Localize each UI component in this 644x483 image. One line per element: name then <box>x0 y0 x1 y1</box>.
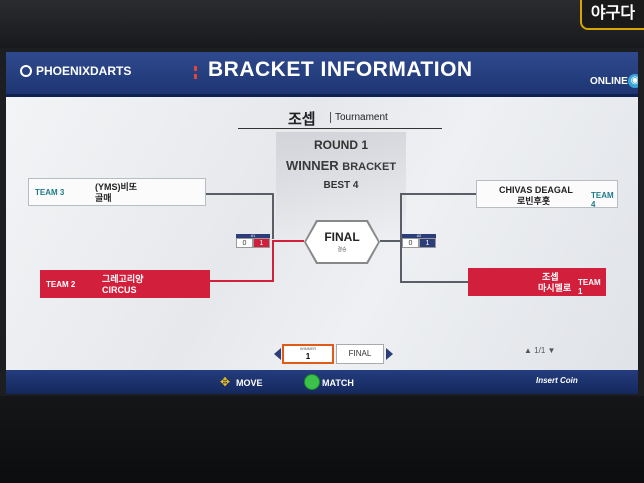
team-card-team4[interactable]: CHIVAS DEAGAL 로빈후훗 TEAM 4 <box>476 180 618 209</box>
final-label: FINAL <box>324 230 360 244</box>
match-score-2: #2 0 1 <box>402 234 436 248</box>
bracket-line <box>272 193 274 239</box>
player-name: CHIVAS DEAGAL <box>499 185 573 195</box>
page-number: 1/1 <box>534 346 546 355</box>
move-hint: MOVE <box>236 378 263 388</box>
match-hint: MATCH <box>322 378 354 388</box>
tournament-name: 조셉 <box>288 111 316 128</box>
bracket-line-winner <box>272 240 304 242</box>
phoenix-logo-icon <box>20 65 32 77</box>
machine-bottom-bezel <box>0 396 644 483</box>
tab-final[interactable]: FINAL <box>336 344 384 364</box>
machine-top-bezel <box>0 0 644 48</box>
player-name: 골매 <box>95 193 112 203</box>
team-label: TEAM 2 <box>46 280 76 289</box>
bracket-line-winner <box>210 280 274 282</box>
round-label: ROUND 1 <box>313 138 368 152</box>
bracket-line <box>400 193 476 195</box>
team-label: TEAM 4 <box>591 191 614 209</box>
bracket-sub: BRACKET <box>342 161 397 173</box>
team-label: TEAM 3 <box>35 188 65 197</box>
header-accent-icon <box>194 66 197 82</box>
brand-logo: PHOENIXDARTS <box>20 64 131 78</box>
tournament-type: Tournament <box>330 112 388 123</box>
player-name: 그레고리양 <box>102 274 144 284</box>
title-divider <box>238 128 442 129</box>
score-left: 0 <box>402 238 419 248</box>
team-card-team3[interactable]: TEAM 3 (YMS)비또 골매 <box>28 178 206 206</box>
team-card-team2[interactable]: TEAM 2 그레고리양 CIRCUS <box>40 270 210 298</box>
score-right: 1 <box>253 238 270 248</box>
player-name: 조셉 <box>542 272 559 282</box>
bracket-line <box>380 240 400 242</box>
match-score-1: #1 0 1 <box>236 234 270 248</box>
player-name: (YMS)비또 <box>95 182 138 192</box>
header-bar: PHOENIXDARTS BRACKET INFORMATION ONLINE … <box>6 52 638 97</box>
tab-winner-bracket[interactable]: WINNER 1 <box>282 344 334 364</box>
green-button-icon <box>304 374 320 390</box>
bracket-line <box>206 193 274 195</box>
tab-winner-caption: WINNER <box>299 346 317 351</box>
bracket-line <box>400 281 468 283</box>
bracket-line-winner <box>272 241 274 282</box>
previous-bracket-arrow-icon[interactable] <box>274 348 281 360</box>
bracket-line <box>400 193 402 283</box>
tab-winner-value: 1 <box>305 352 311 361</box>
bracket-main: WINNER <box>285 158 339 173</box>
final-node[interactable] <box>306 222 378 262</box>
page-indicator[interactable]: ▲ 1/1 ▼ <box>524 346 556 355</box>
bracket-label: WINNER BRACKET <box>268 158 414 173</box>
match-number: #1 <box>236 234 270 238</box>
screen: PHOENIXDARTS BRACKET INFORMATION ONLINE … <box>6 52 638 394</box>
team-card-team1[interactable]: 조셉 마시멜로 TEAM 1 <box>468 268 606 296</box>
score-left: 0 <box>236 238 253 248</box>
online-status: ONLINE <box>590 76 628 87</box>
footer-bar <box>6 370 638 394</box>
corner-sticker: 야구다 <box>580 0 644 30</box>
insert-coin-text: Insert Coin <box>536 376 578 385</box>
brand-name: PHOENIXDARTS <box>36 64 132 78</box>
player-name: 로빈후훗 <box>517 196 551 206</box>
next-bracket-arrow-icon[interactable] <box>386 348 393 360</box>
globe-icon: ◉ <box>628 74 638 88</box>
final-sub: 결승 <box>337 247 347 253</box>
dpad-icon: ✥ <box>219 375 231 389</box>
best-label: BEST 4 <box>323 180 359 191</box>
score-right: 1 <box>419 238 436 248</box>
page-title: BRACKET INFORMATION <box>208 58 473 81</box>
player-name: 마시멜로 <box>538 283 572 293</box>
player-name: CIRCUS <box>102 285 137 295</box>
team-label: TEAM 1 <box>578 278 601 296</box>
match-number: #2 <box>402 234 436 238</box>
